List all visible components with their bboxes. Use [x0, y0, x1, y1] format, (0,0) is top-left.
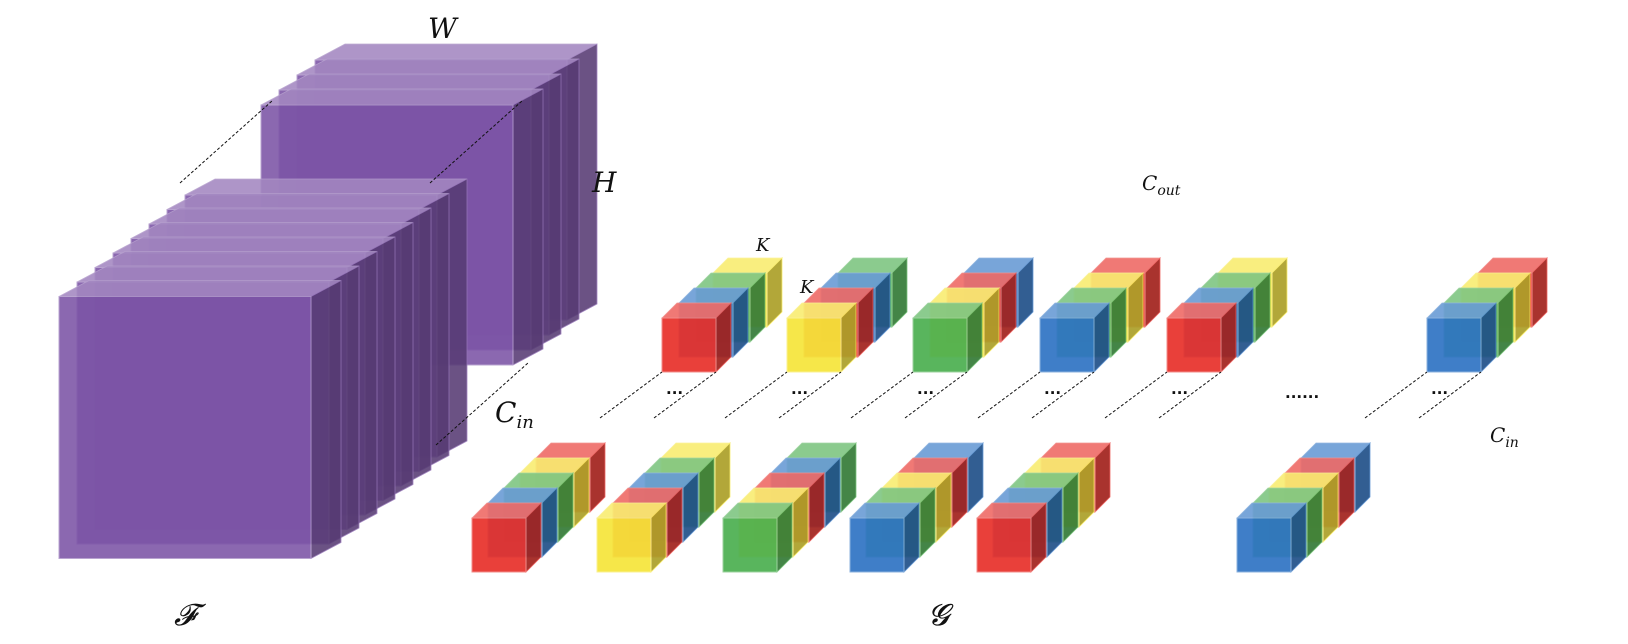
- kernel-3-back-cube-0-front: [1039, 317, 1095, 373]
- kernel-5-back-cube-0-front: [1426, 317, 1482, 373]
- kernel-0-front-cube-0: [471, 502, 542, 573]
- feature-map-back-slice-0-top: [314, 43, 598, 61]
- ellipsis-long: ......: [1285, 384, 1319, 402]
- kernel-3-link-right: [1031, 371, 1095, 419]
- feature-map-back-slice-3-side: [512, 88, 544, 366]
- kernel-2: ...: [722, 257, 1034, 573]
- kernel-symbol: 𝓖: [928, 598, 954, 633]
- kernel-1-link-left: [724, 371, 788, 419]
- kernel-2-ellipsis: ...: [917, 380, 934, 398]
- kernel-0-ellipsis: ...: [666, 380, 683, 398]
- kernel-1-back-group: [786, 257, 908, 373]
- kernel-2-link-left: [850, 371, 914, 419]
- kernel-3-front-cube-0: [849, 502, 920, 573]
- feature-map-link-top-left: [179, 100, 273, 184]
- kernel-3-ellipsis: ...: [1044, 380, 1061, 398]
- kernel-1-link-right: [778, 371, 842, 419]
- kernel-0-back-cube-0: [661, 302, 732, 373]
- kernel-5-ellipsis: ...: [1431, 380, 1448, 398]
- kernel-4-back-group: [1166, 257, 1288, 373]
- feature-map-front-slice-7-side: [310, 279, 342, 560]
- kernel-4-back-cube-0: [1166, 302, 1237, 373]
- kernel-1-front-cube-0: [596, 502, 667, 573]
- kernel-5-front-cube-0: [1236, 502, 1307, 573]
- kernel-2-front-cube-0: [722, 502, 793, 573]
- feature-map-link-bottom-right: [435, 362, 529, 446]
- feature-map-symbol: 𝓕: [174, 598, 207, 633]
- feature-map-tensor: [58, 43, 598, 560]
- kernel-0-back-group: [661, 257, 783, 373]
- kernel-4-front-group: [976, 442, 1111, 573]
- feature-map-front-slice-1-top: [166, 193, 450, 210]
- kernel-5-back-cube-0: [1426, 302, 1497, 373]
- kernel-4-ellipsis: ...: [1171, 380, 1188, 398]
- feature-map-front-slice-5-top: [94, 251, 378, 268]
- kernel-2-back-group: [912, 257, 1034, 373]
- cin-label-main: Cin: [495, 396, 534, 433]
- kernel-1-ellipsis: ...: [791, 380, 808, 398]
- kernel-3-back-group: [1039, 257, 1161, 373]
- kernel-5-front-group: [1236, 442, 1371, 573]
- kernel-3-front-cube-0-front: [849, 517, 905, 573]
- feature-map-front-slice-2-top: [148, 207, 432, 225]
- kernel-1: ...: [596, 257, 908, 573]
- cin-label-right: Cin: [1490, 423, 1519, 451]
- feature-map-front-slice-3-top: [130, 222, 414, 239]
- kernel-2-back-cube-0-front: [912, 317, 968, 373]
- kernel-4-link-right: [1158, 371, 1222, 419]
- kernel-2-front-group: [722, 442, 857, 573]
- kernel-4-back-cube-0-front: [1166, 317, 1222, 373]
- feature-map-front-slice-7-front: [58, 296, 312, 559]
- kernel-2-back-cube-0: [912, 302, 983, 373]
- kernel-2-front-cube-0-front: [722, 517, 778, 573]
- kernel-2-link-right: [904, 371, 968, 419]
- feature-map-front-slice-7-top: [58, 280, 342, 297]
- feature-map-front-slice-7: [58, 279, 342, 560]
- feature-map-back-slice-1-top: [296, 58, 580, 76]
- kernel-3: ...: [849, 257, 1161, 573]
- height-label: H: [591, 166, 617, 199]
- kernel-5-link-left: [1364, 371, 1428, 419]
- kernel-4: ...: [976, 257, 1288, 573]
- kernel-4-front-cube-0-front: [976, 517, 1032, 573]
- kernel-4-link-left: [1104, 371, 1168, 419]
- kernel-0-front-cube-0-front: [471, 517, 527, 573]
- kernel-4-front-cube-0: [976, 502, 1047, 573]
- feature-map-front-slice-0-top: [184, 178, 468, 196]
- kernel-0-back-cube-0-front: [661, 317, 717, 373]
- kernel-3-link-left: [977, 371, 1041, 419]
- kernel-tensor: ..................: [471, 257, 1548, 573]
- kernel-0-link-left: [599, 371, 663, 419]
- kernel-3-back-cube-0: [1039, 302, 1110, 373]
- kernel-0: ...: [471, 257, 783, 573]
- kernel-0-link-right: [653, 371, 717, 419]
- kernel-5-link-right: [1418, 371, 1482, 419]
- feature-map-front-slice-4-top: [112, 236, 396, 254]
- cout-label: Cout: [1142, 171, 1181, 199]
- kernel-1-front-cube-0-front: [596, 517, 652, 573]
- kernel-size-label-top: K: [755, 235, 771, 256]
- feature-map-back-slice-3-top: [260, 88, 544, 106]
- feature-map-back-slice-2-top: [278, 73, 562, 91]
- feature-map-front-slice-6-top: [76, 265, 360, 283]
- kernel-5: ...: [1236, 257, 1548, 573]
- kernel-0-front-group: [471, 442, 606, 573]
- kernel-3-front-group: [849, 442, 984, 573]
- kernel-size-label-side: K: [799, 277, 815, 298]
- width-label: W: [428, 12, 459, 45]
- kernel-5-front-cube-0-front: [1236, 517, 1292, 573]
- kernel-1-back-cube-0: [786, 302, 857, 373]
- feature-map-link-top-right: [429, 100, 523, 184]
- kernel-5-back-group: [1426, 257, 1548, 373]
- kernel-1-front-group: [596, 442, 731, 573]
- kernel-1-back-cube-0-front: [786, 317, 842, 373]
